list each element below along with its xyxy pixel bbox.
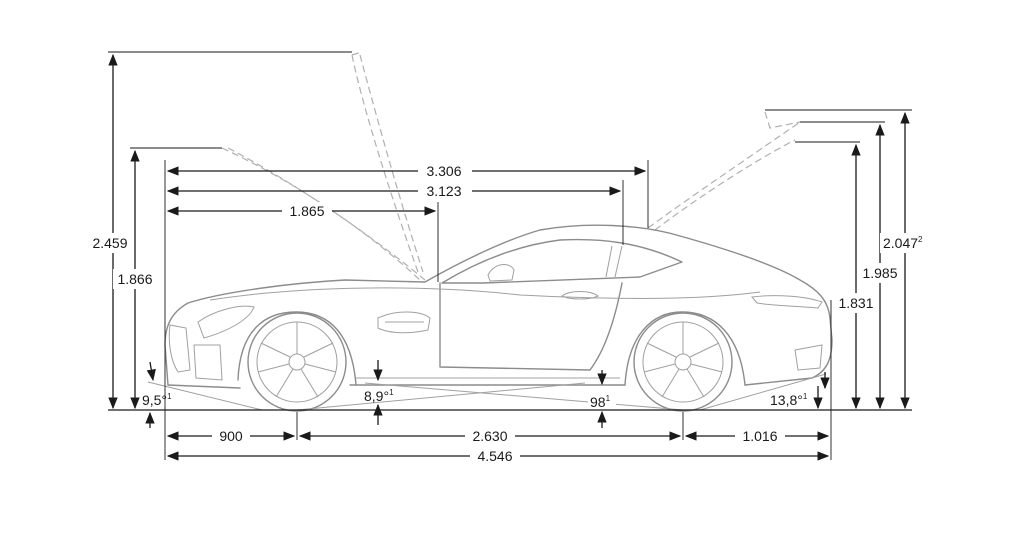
label-hood-height: 1.866 bbox=[117, 271, 152, 287]
front-wheel bbox=[237, 311, 357, 412]
approach-angle-line bbox=[147, 381, 263, 411]
ramp-angle-line-2 bbox=[364, 382, 684, 411]
label-hatch-low: 1.831 bbox=[838, 295, 873, 311]
label-front-overhang: 900 bbox=[219, 428, 243, 444]
rear-wheel bbox=[624, 311, 746, 412]
front-wheel-spokes bbox=[257, 322, 337, 398]
label-length-to-hatch: 3.306 bbox=[426, 163, 461, 179]
car-side-view bbox=[147, 51, 833, 412]
label-hatch-top: 2.0472 bbox=[883, 235, 923, 251]
label-wheelbase: 2.630 bbox=[472, 428, 507, 444]
label-departure-angle: 13,8°1 bbox=[770, 392, 808, 408]
car-door bbox=[439, 282, 623, 371]
ramp-angle-line-1 bbox=[296, 382, 586, 411]
label-ramp-angle: 8,9°1 bbox=[364, 388, 394, 404]
label-total-height: 2.459 bbox=[92, 235, 127, 251]
car-window-line bbox=[441, 238, 683, 284]
departure-angle-line bbox=[699, 373, 827, 411]
extension-lines bbox=[108, 51, 912, 460]
rear-wheel-spokes bbox=[643, 322, 723, 398]
label-ground-clearance: 981 bbox=[590, 394, 611, 410]
label-length-to-door-rear: 3.123 bbox=[426, 183, 461, 199]
open-hatch-ghost bbox=[647, 111, 801, 231]
label-length-to-door-front: 1.865 bbox=[289, 203, 324, 219]
label-rear-overhang: 1.016 bbox=[742, 428, 777, 444]
dimension-labels: 2.459 1.866 3.306 3.123 1.865 2.0472 1.9… bbox=[88, 162, 926, 466]
car-body-outline bbox=[164, 224, 833, 386]
open-hood-ghost bbox=[221, 51, 426, 281]
label-hatch-mid: 1.985 bbox=[862, 265, 897, 281]
label-approach-angle: 9,5°1 bbox=[142, 392, 172, 408]
label-total-length: 4.546 bbox=[477, 448, 512, 464]
